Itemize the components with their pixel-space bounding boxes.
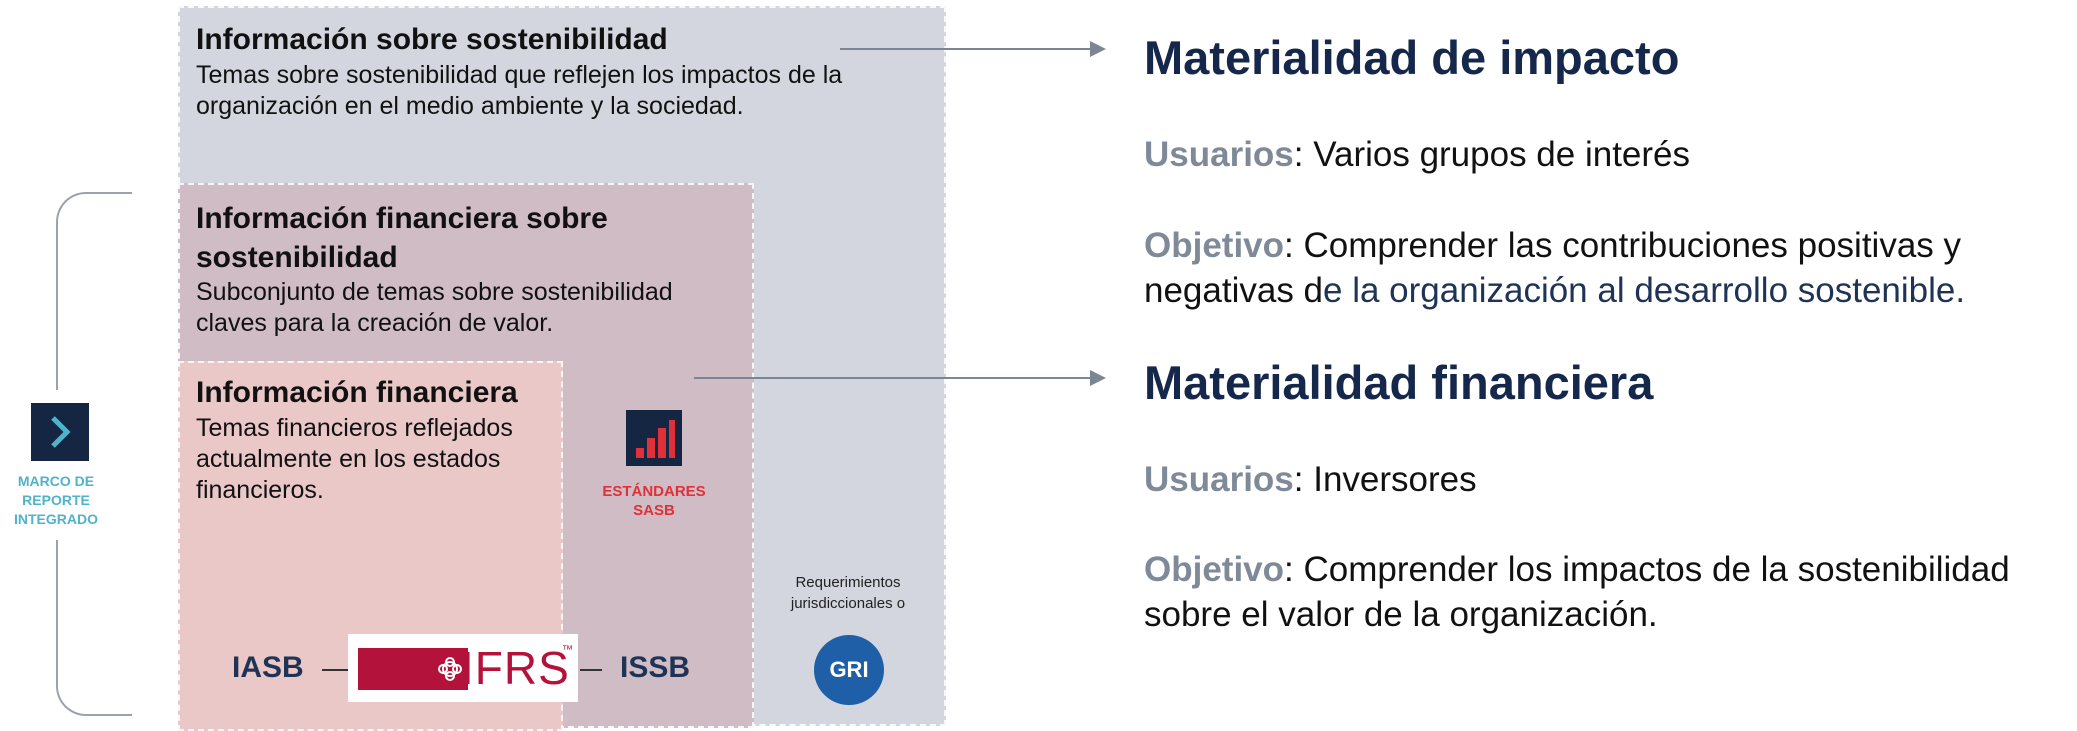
sasb-label: ESTÁNDARES SASB bbox=[602, 483, 706, 519]
iasb-label: IASB bbox=[232, 651, 304, 684]
impact-materiality-heading: Materialidad de impacto bbox=[1144, 31, 1680, 84]
ifrs-logo: IFRS ™ bbox=[348, 634, 578, 702]
financial-users: Usuarios: Inversores bbox=[1144, 460, 1477, 499]
financial-materiality-heading: Materialidad financiera bbox=[1144, 356, 1654, 409]
jurisdictional-requirements-text: Requerimientos jurisdiccionales o bbox=[790, 574, 906, 612]
sustainability-text: Temas sobre sostenibilidad que reflejen … bbox=[196, 61, 843, 120]
impact-objective: Objetivo: Comprender las contribuciones … bbox=[1144, 226, 1966, 310]
financial-objective: Objetivo: Comprender los impactos de la … bbox=[1144, 550, 2010, 634]
financial-text: Temas financieros reflejados actualmente… bbox=[196, 414, 513, 504]
arrow-impact-line bbox=[840, 48, 1092, 50]
connector-line bbox=[580, 669, 602, 671]
arrow-right-icon bbox=[1090, 41, 1106, 57]
connector-line bbox=[322, 669, 348, 671]
sasb-bar-chart-icon bbox=[626, 410, 682, 466]
ifrs-logo-mark bbox=[358, 648, 468, 690]
financial-sustainability-text: Subconjunto de temas sobre sostenibilida… bbox=[196, 278, 673, 337]
arrow-financial-line bbox=[694, 377, 1092, 379]
arrow-right-icon bbox=[1090, 370, 1106, 386]
ifrs-logo-text: IFRS bbox=[461, 642, 570, 694]
issb-label: ISSB bbox=[620, 651, 691, 684]
financial-sustainability-title: Información financiera sobre sostenibili… bbox=[196, 202, 608, 274]
ifrs-trademark: ™ bbox=[562, 644, 573, 656]
integrated-report-label: MARCO DE REPORTE INTEGRADO bbox=[14, 473, 98, 527]
gri-logo: GRI bbox=[814, 635, 884, 705]
sustainability-title: Información sobre sostenibilidad bbox=[196, 23, 668, 56]
chevron-right-icon bbox=[31, 403, 89, 461]
financial-title: Información financiera bbox=[196, 376, 518, 409]
impact-users: Usuarios: Varios grupos de interés bbox=[1144, 135, 1691, 174]
